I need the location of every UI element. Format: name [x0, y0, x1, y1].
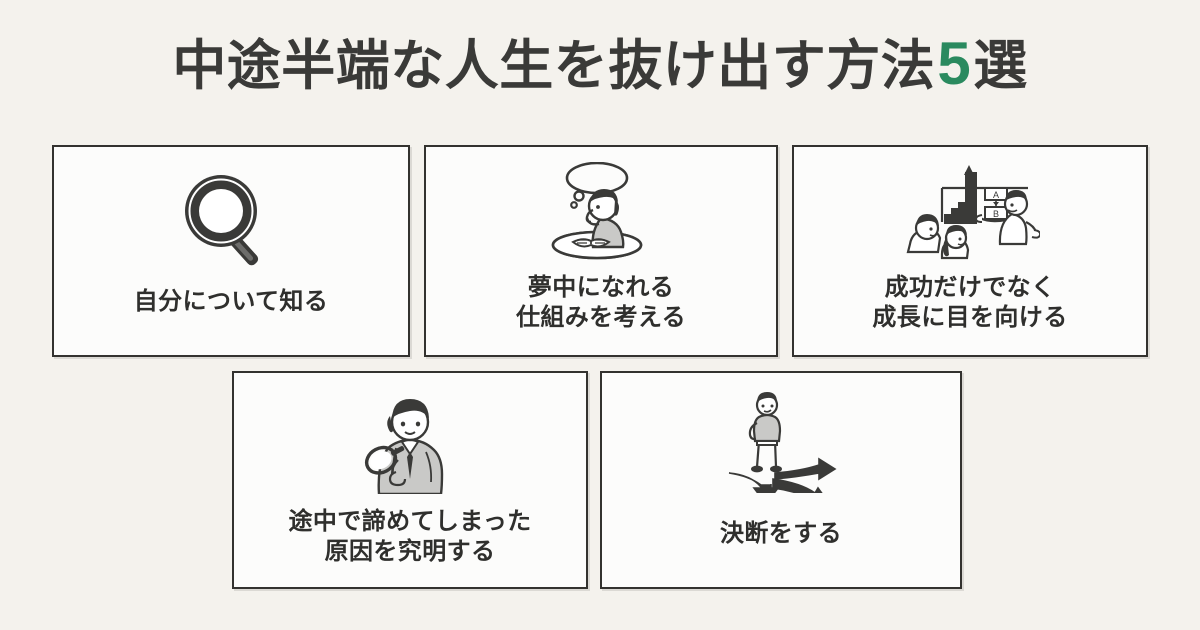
card-label: 決断をする — [602, 519, 960, 549]
title-number: 5 — [937, 30, 972, 97]
card-label-line: 夢中になれる — [527, 274, 675, 301]
card-label-line: 途中で諦めてしまった — [288, 508, 532, 535]
card-self-awareness[interactable]: 自分について知る — [52, 145, 410, 357]
title-suffix: 選 — [973, 36, 1028, 96]
card-label-line: 自分について知る — [133, 288, 329, 315]
magnifying-glass-icon — [54, 147, 408, 273]
card-label: 途中で諦めてしまった 原因を究明する — [234, 507, 586, 567]
page-title: 中途半端な人生を抜け出す方法5選 — [0, 34, 1200, 97]
card-label-line: 成長に目を向ける — [872, 303, 1068, 331]
card-focus-on-growth[interactable]: A B — [792, 145, 1148, 357]
card-label-line: 仕組みを考える — [515, 303, 687, 331]
chart-label-b: B — [993, 209, 999, 219]
title-prefix: 中途半端な人生を抜け出す方法 — [172, 36, 936, 96]
card-investigate-cause[interactable]: 途中で諦めてしまった 原因を究明する — [232, 371, 588, 589]
card-label: 成功だけでなく 成長に目を向ける — [794, 273, 1146, 333]
card-label: 自分について知る — [54, 287, 408, 317]
presentation-growth-chart-icon: A B — [794, 147, 1146, 265]
person-thinking-at-desk-icon — [426, 147, 776, 265]
card-label-line: 原因を究明する — [324, 537, 496, 565]
card-make-decision[interactable]: 決断をする — [600, 371, 962, 589]
detective-with-magnifier-icon — [234, 373, 586, 497]
card-label-line: 成功だけでなく — [884, 274, 1056, 301]
chart-label-a: A — [993, 190, 999, 200]
card-find-passion[interactable]: 夢中になれる 仕組みを考える — [424, 145, 778, 357]
card-label: 夢中になれる 仕組みを考える — [426, 273, 776, 333]
card-label-line: 決断をする — [720, 520, 842, 547]
person-at-crossroads-arrows-icon — [602, 373, 960, 497]
